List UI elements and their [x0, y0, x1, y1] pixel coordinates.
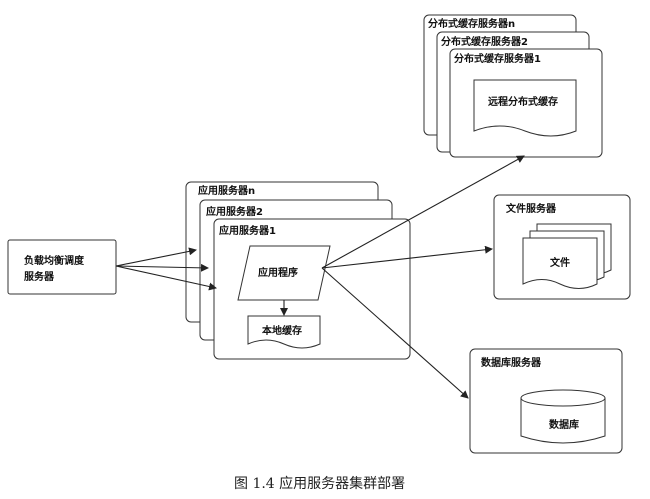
local-cache-shape — [247, 315, 321, 349]
database-server-label: 数据库服务器 — [481, 356, 542, 369]
file-server-node: 文件服务器 文件 — [493, 194, 631, 300]
program-to-file-arrow — [321, 245, 493, 269]
remote-cache-shape — [473, 79, 577, 137]
file-doc-front — [522, 237, 598, 289]
app-server-1-label: 应用服务器1 — [219, 224, 276, 237]
cache-server-stack: 分布式缓存服务器n 分布式缓存服务器2 分布式缓存服务器1 远程分布式缓存 — [423, 14, 603, 158]
program-connections — [321, 155, 525, 399]
load-balancer-label-line1: 负载均衡调度 — [24, 254, 85, 267]
app-server-2-label: 应用服务器2 — [206, 205, 263, 218]
load-balancer-label-line2: 服务器 — [24, 270, 55, 283]
database-server-node: 数据库服务器 数据库 — [469, 348, 623, 454]
application-program-shape — [237, 245, 331, 301]
database-label: 数据库 — [549, 418, 579, 431]
lb-to-app-2-arrow — [115, 263, 209, 272]
lb-to-app-1-arrow — [115, 265, 217, 291]
app-server-stack: 应用服务器n 应用服务器2 应用服务器1 应用程序 本地缓存 — [185, 181, 411, 360]
figure-caption: 图 1.4 应用服务器集群部署 — [234, 475, 405, 492]
remote-cache-label: 远程分布式缓存 — [488, 95, 558, 108]
cache-server-2-label: 分布式缓存服务器2 — [441, 35, 528, 48]
database-cylinder-icon — [520, 389, 606, 444]
file-server-label: 文件服务器 — [506, 202, 557, 215]
program-to-db-arrow — [321, 267, 469, 399]
cache-server-1-label: 分布式缓存服务器1 — [454, 52, 541, 65]
file-doc-label: 文件 — [550, 256, 570, 269]
cache-server-n-label: 分布式缓存服务器n — [428, 17, 515, 30]
lb-to-app-n-arrow — [115, 247, 197, 267]
program-to-cache-arrow — [321, 155, 525, 269]
application-program-label: 应用程序 — [258, 266, 298, 279]
load-balancer-node: 负载均衡调度 服务器 — [7, 239, 117, 295]
local-cache-label: 本地缓存 — [262, 324, 302, 337]
app-server-n-label: 应用服务器n — [198, 184, 255, 197]
lb-connections — [115, 247, 217, 291]
